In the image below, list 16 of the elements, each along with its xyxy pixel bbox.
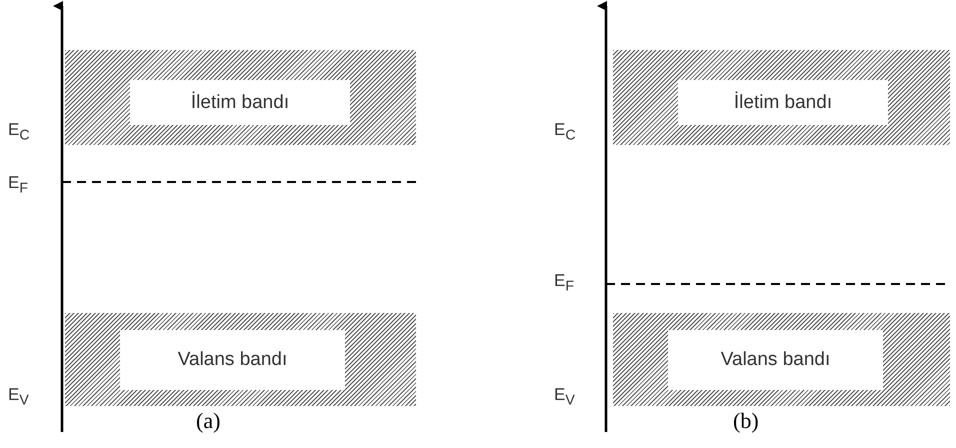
energy-level-label: E$_{F}$ <box>8 173 28 196</box>
conduction-band <box>613 50 950 145</box>
band-label: İletim bandı <box>130 80 350 125</box>
energy-level-label: E$_{C}$ <box>554 120 576 144</box>
band-label: Valans bandı <box>668 330 883 390</box>
band-label: İletim bandı <box>678 80 888 125</box>
energy-level-label: E$_{V}$ <box>8 385 29 408</box>
valence-band <box>65 313 416 406</box>
conduction-band <box>65 50 416 145</box>
panel-label: (b) <box>733 408 759 434</box>
panel-label: (a) <box>196 408 220 434</box>
energy-level-label: E$_{V}$ <box>554 385 575 408</box>
valence-band <box>613 313 950 406</box>
band-label: Valans bandı <box>120 330 345 390</box>
energy-level-label: E$_{F}$ <box>554 271 574 294</box>
energy-level-label: E$_{C}$ <box>8 120 30 144</box>
